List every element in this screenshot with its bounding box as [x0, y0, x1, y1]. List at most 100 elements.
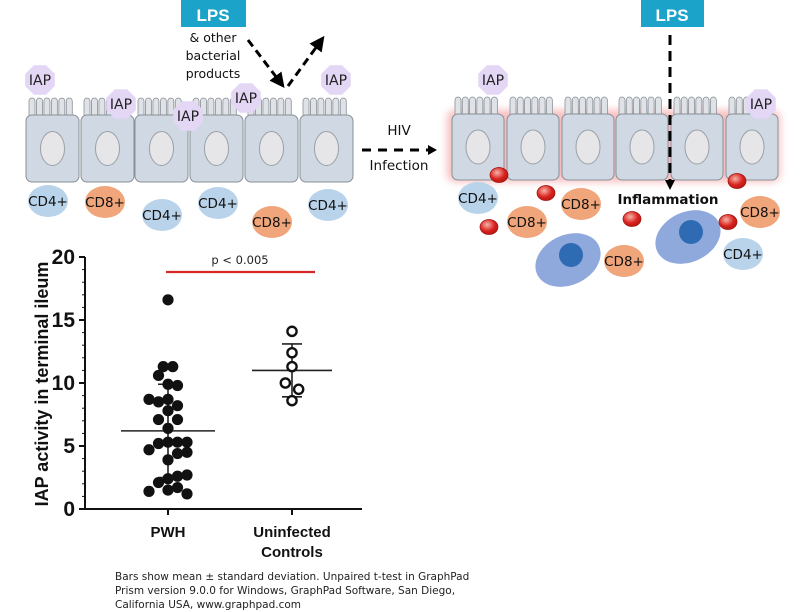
cell-nucleus	[149, 131, 174, 166]
data-points	[143, 294, 305, 500]
bacterial-note-line1: & other	[189, 30, 237, 45]
y-tick-label: 0	[63, 498, 75, 521]
cd8-cell-body	[85, 186, 125, 218]
immune-cells-right: CD4+CD8+CD8+CD8+CD8+CD4+	[458, 167, 780, 287]
bacterial-note-line2: bacterial	[186, 48, 241, 63]
immune-cell-cd4: CD4+	[142, 199, 182, 231]
cd8-cell-body	[740, 196, 780, 228]
x-tick-label: Uninfected	[253, 524, 331, 541]
transition-top-label: HIV	[387, 123, 411, 139]
lps-label-right: LPS	[655, 6, 688, 25]
data-point-pwh	[171, 400, 184, 412]
cd8-cell-body	[507, 206, 547, 238]
epithelial-cell	[80, 97, 135, 183]
cell-nucleus	[204, 131, 229, 166]
inflamed-epithelium-panel: LPS CD4+CD8+CD8+CD8+CD8+CD4+ Inflammatio…	[447, 0, 780, 287]
arrow-out-icon	[286, 35, 325, 87]
iap-octagon-icon	[25, 65, 55, 95]
cd4-cell-body	[723, 238, 763, 270]
y-tick-label: 10	[52, 372, 75, 395]
iap-enzyme: IAP	[746, 89, 776, 119]
data-point-pwh	[162, 294, 174, 306]
epithelial-cell	[670, 96, 724, 181]
cd8-cell-label: CD8+	[507, 215, 547, 231]
cd8-cell-body	[604, 245, 644, 277]
epithelial-cells-left	[25, 97, 354, 183]
immune-cell-cd8: CD8+	[740, 196, 780, 228]
data-point-control	[286, 325, 298, 338]
cd4-cell-label: CD4+	[198, 196, 238, 212]
macrophage	[655, 210, 721, 264]
iap-label: IAP	[177, 109, 199, 125]
cd4-cell-body	[308, 189, 348, 221]
cell-nucleus	[314, 131, 339, 166]
iap-label: IAP	[325, 73, 347, 89]
immune-cell-cd8: CD8+	[507, 206, 547, 238]
iap-label: IAP	[110, 97, 132, 113]
data-point-pwh	[171, 481, 184, 494]
cd4-cell-body	[142, 199, 182, 231]
data-point-pwh	[143, 393, 155, 405]
lps-penetration-arrowhead-icon	[665, 180, 675, 190]
iap-octagon-icon	[173, 101, 203, 131]
data-point-pwh	[162, 393, 174, 405]
epithelial-cell	[561, 96, 615, 181]
data-point-pwh	[171, 436, 184, 448]
cell-nucleus	[739, 129, 765, 165]
iap-label: IAP	[750, 97, 772, 113]
data-point-pwh	[162, 405, 174, 417]
data-point-pwh	[181, 488, 193, 500]
data-point-pwh	[162, 473, 174, 485]
epithelial-cells-right	[451, 96, 779, 181]
iap-label: IAP	[235, 91, 257, 107]
red-blood-cell	[479, 219, 499, 235]
data-point-pwh	[162, 484, 174, 496]
red-blood-cell	[622, 211, 642, 227]
iap-octagon-icon	[746, 89, 776, 119]
iap-enzyme: IAP	[321, 65, 351, 95]
caption-line-3: California USA, www.graphpad.com	[115, 599, 302, 611]
bacterial-note-line3: products	[186, 66, 241, 81]
cell-nucleus	[684, 129, 710, 165]
red-blood-cell	[489, 167, 509, 183]
cd8-cell-label: CD8+	[604, 254, 644, 270]
data-point-pwh	[152, 437, 165, 450]
epithelial-cell	[299, 97, 354, 183]
iap-activity-chart: IAP activity in terminal ileum 05101520 …	[32, 246, 362, 561]
epithelial-cell	[506, 96, 560, 181]
epithelial-cell	[615, 96, 669, 181]
iap-enzyme: IAP	[173, 101, 203, 131]
immune-cell-cd4: CD4+	[28, 185, 68, 217]
cell-nucleus	[575, 129, 601, 165]
data-point-control	[279, 377, 292, 389]
immune-cell-cd8: CD8+	[561, 188, 601, 220]
data-point-pwh	[162, 454, 174, 466]
data-point-pwh	[167, 361, 179, 373]
data-point-pwh	[152, 413, 165, 426]
figure-caption: Bars show mean ± standard deviation. Unp…	[115, 570, 475, 612]
y-tick-label: 20	[52, 246, 75, 269]
x-tick-label: PWH	[151, 524, 186, 541]
cd8-cell-label: CD8+	[85, 195, 125, 211]
immune-cell-cd8: CD8+	[252, 206, 292, 238]
iap-label: IAP	[29, 73, 51, 89]
cd4-cell-body	[28, 185, 68, 217]
y-tick-label: 15	[52, 309, 76, 332]
data-point-pwh	[143, 485, 155, 497]
transition-arrowhead-icon	[428, 145, 437, 155]
data-point-pwh	[162, 436, 174, 448]
cell-nucleus	[95, 131, 120, 166]
immune-cell-cd8: CD8+	[85, 186, 125, 218]
immune-cell-cd4: CD4+	[723, 238, 763, 270]
data-point-control	[286, 394, 298, 407]
transition-bottom-label: Infection	[370, 158, 429, 174]
cd4-cell-body	[458, 182, 498, 214]
cd8-cell-label: CD8+	[740, 205, 780, 221]
cell-nucleus	[629, 129, 655, 165]
cell-nucleus	[465, 129, 491, 165]
iap-enzyme: IAP	[231, 83, 261, 113]
lps-box-right: LPS	[641, 0, 704, 27]
